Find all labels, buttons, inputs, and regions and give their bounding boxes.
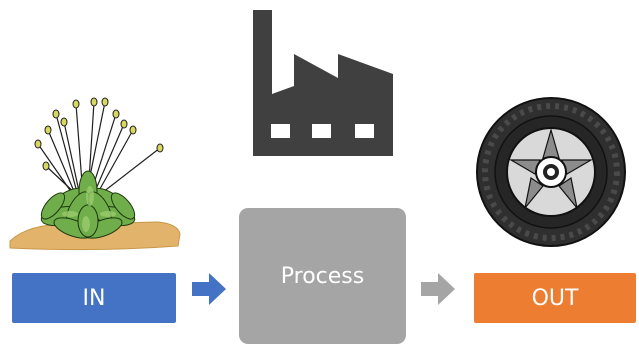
- in-box: IN: [12, 273, 176, 323]
- arrow-2-shape: [421, 273, 455, 305]
- plant-icon: [9, 97, 181, 251]
- tire-icon: [476, 97, 626, 247]
- leaf-highlights: [62, 186, 116, 232]
- factory-body: [253, 10, 393, 156]
- factory-window-2: [312, 124, 331, 138]
- arrow-1-shape: [192, 273, 226, 305]
- factory-window-1: [271, 124, 290, 138]
- hub-cap: [547, 168, 555, 176]
- out-box: OUT: [474, 273, 636, 323]
- in-label: IN: [82, 285, 106, 311]
- factory-icon: [253, 10, 393, 156]
- factory-window-3: [355, 124, 374, 138]
- tire-tread: [482, 103, 620, 241]
- leaf-rosette: [40, 170, 136, 239]
- right-arrow-icon: [421, 273, 455, 305]
- process-label: Process: [280, 264, 365, 289]
- process-box: Process: [239, 208, 406, 344]
- flower-heads: [34, 97, 164, 171]
- right-arrow-icon: [192, 273, 226, 305]
- out-label: OUT: [531, 285, 579, 311]
